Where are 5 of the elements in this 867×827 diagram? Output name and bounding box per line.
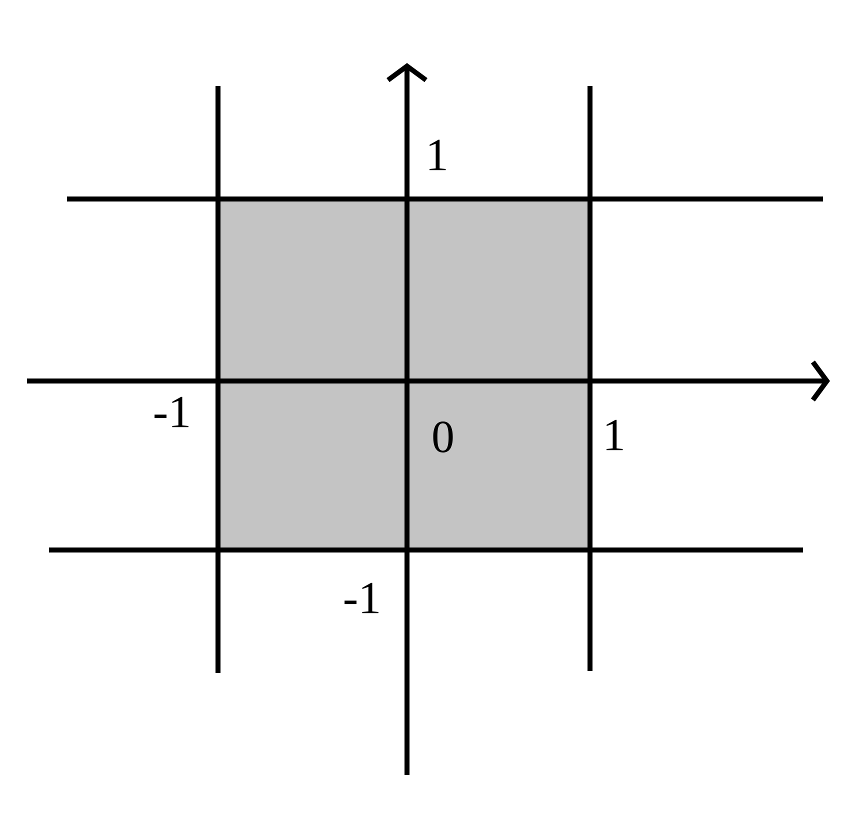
tick-label: -1	[154, 396, 188, 428]
tick-label: -1	[344, 582, 378, 614]
tick-label: 1	[430, 140, 446, 170]
tick-label: 1	[606, 420, 623, 450]
tick-label: 0	[433, 421, 453, 453]
